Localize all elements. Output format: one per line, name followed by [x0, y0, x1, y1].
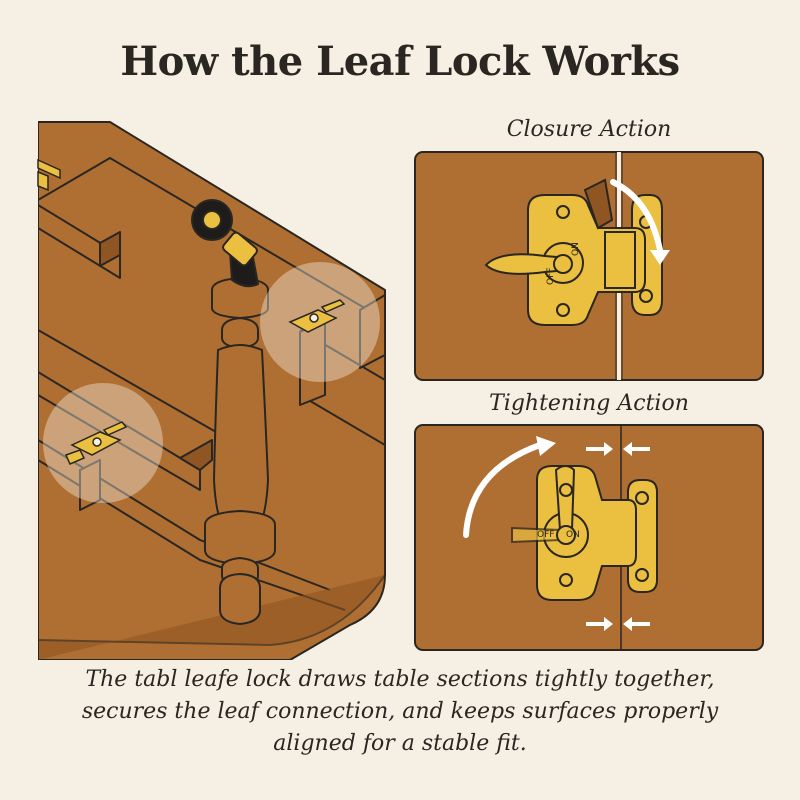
page-title: How the Leaf Lock Works [120, 38, 680, 85]
compression-arrows-top [586, 442, 650, 456]
rail-lower [38, 371, 201, 491]
caption-text: The tabl leafe lock draws table sections… [81, 667, 719, 756]
tightening-off-text: OFF [537, 530, 554, 540]
closure-on-text: ON [571, 242, 581, 256]
table-leg [191, 199, 276, 626]
closure-off-text: OFF [546, 268, 556, 285]
leaf-lock-lower [64, 421, 128, 465]
closure-rotation-arrow [610, 179, 663, 253]
closure-lock-body [527, 194, 646, 326]
tightening-lever [554, 465, 576, 534]
tightening-on-text: ON [566, 530, 580, 540]
compression-arrows-bottom [586, 617, 650, 631]
tabletop [38, 121, 386, 660]
tightening-action-label: Tightening Action [489, 391, 689, 416]
tightening-rotation-arrow [463, 442, 543, 538]
leaf-lock-upper [288, 299, 346, 333]
closure-action-label: Closure Action [506, 117, 672, 142]
